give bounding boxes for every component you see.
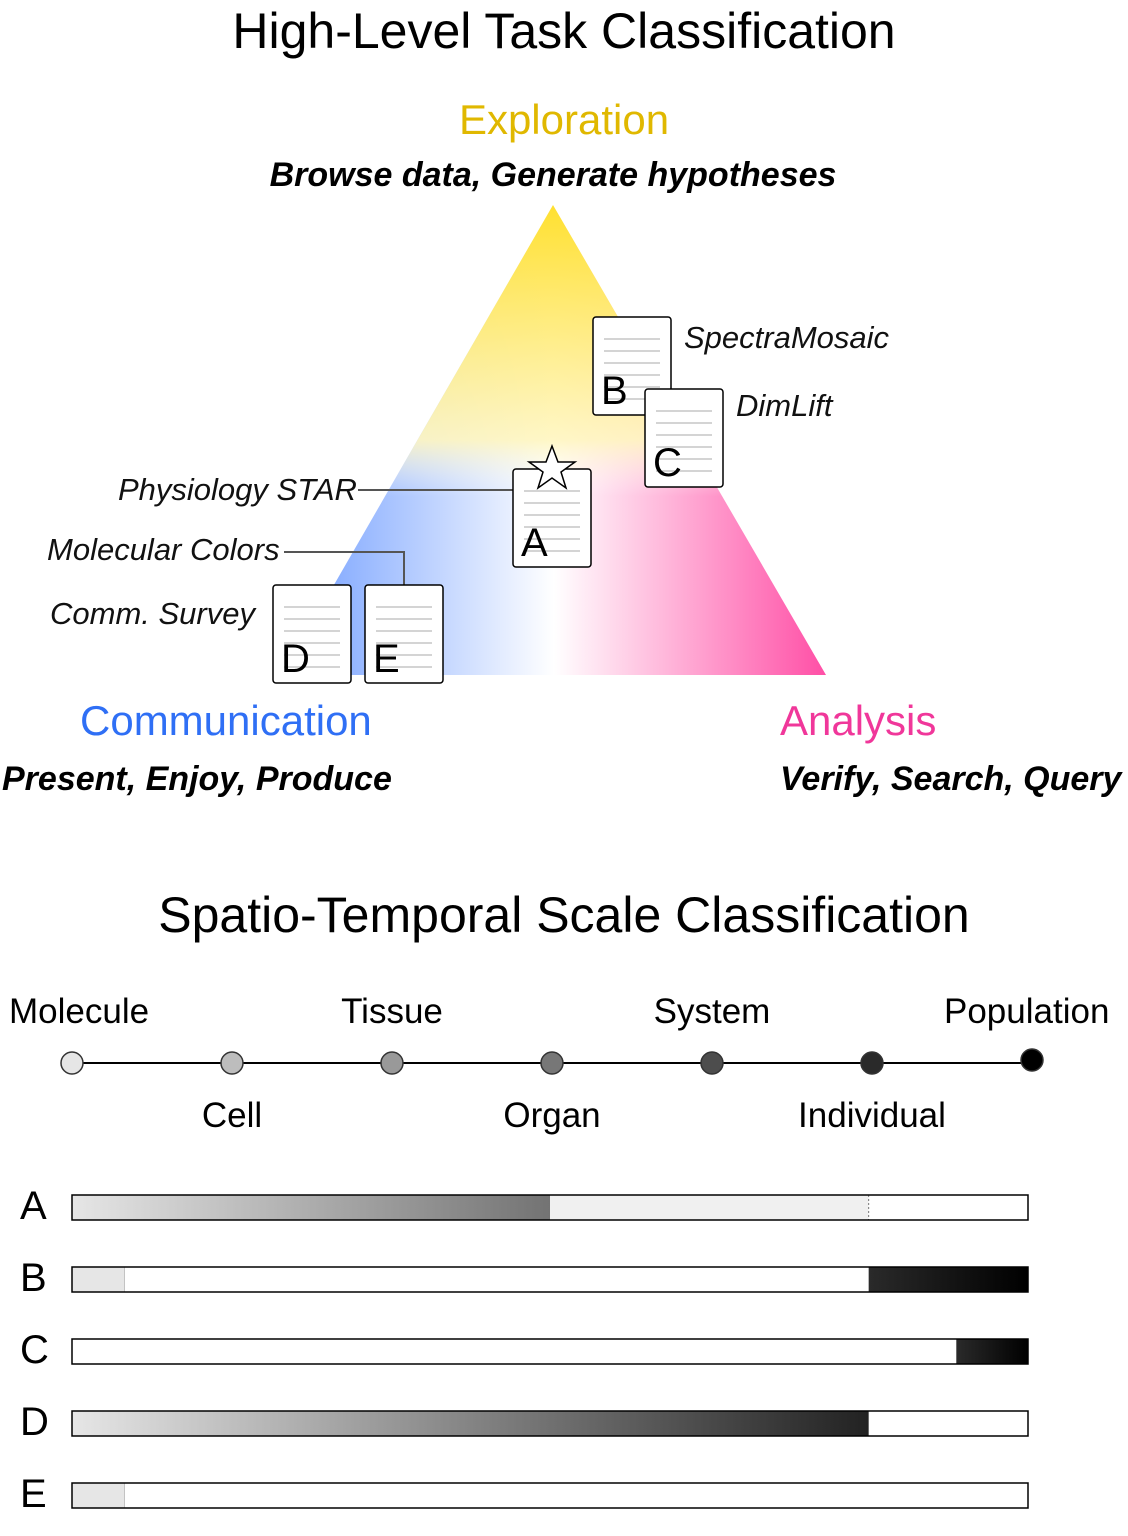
scale-bar-e [71, 1482, 1029, 1509]
scale-label-individual: Individual [798, 1096, 946, 1135]
scale-node-tissue [380, 1051, 404, 1075]
paper-id: E [373, 637, 400, 681]
analysis-tasks: Verify, Search, Query [780, 760, 1122, 798]
leader-lines [284, 489, 513, 585]
communication-label: Communication [80, 697, 372, 744]
scale-bar-d [71, 1410, 1029, 1437]
scale-node-individual [860, 1051, 884, 1075]
scale-label-organ: Organ [503, 1096, 601, 1135]
paper-label-b: SpectraMosaic [684, 320, 890, 355]
scale-label-system: System [653, 992, 771, 1031]
scale-row-label: C [20, 1328, 49, 1372]
scale-label-population: Population [944, 992, 1110, 1031]
task-triangle [282, 205, 826, 675]
exploration-tasks: Browse data, Generate hypotheses [269, 156, 837, 194]
scale-node-population [1020, 1048, 1044, 1072]
scale-label-tissue: Tissue [341, 992, 443, 1031]
scale-axis [60, 1048, 1044, 1075]
paper-id: D [281, 637, 310, 681]
paper-label-e: Molecular Colors [47, 532, 280, 567]
paper-label-d: Comm. Survey [50, 596, 255, 631]
paper-doc-d: D [272, 584, 352, 684]
paper-id: A [521, 521, 548, 565]
scale-node-organ [540, 1051, 564, 1075]
paper-doc-e: E [364, 584, 444, 684]
scale-node-molecule [60, 1051, 84, 1075]
task-classification-title: High-Level Task Classification [232, 3, 896, 59]
scale-bar-b [71, 1266, 1029, 1293]
scale-row-label: E [20, 1472, 47, 1516]
paper-doc-a: A [512, 468, 592, 568]
paper-label-c: DimLift [736, 388, 833, 423]
scale-classification-title: Spatio-Temporal Scale Classification [158, 887, 970, 943]
paper-id: B [601, 369, 628, 413]
scale-row-label: B [20, 1256, 47, 1300]
analysis-label: Analysis [780, 697, 937, 744]
scale-bar-c [71, 1338, 1029, 1365]
scale-label-molecule: Molecule [9, 992, 150, 1031]
scale-node-system [700, 1051, 724, 1075]
communication-tasks: Present, Enjoy, Produce [2, 760, 392, 798]
exploration-label: Exploration [458, 96, 670, 143]
scale-row-label: A [20, 1184, 47, 1228]
star-icon [526, 443, 578, 490]
scale-node-cell [220, 1051, 244, 1075]
paper-id: C [653, 441, 682, 485]
scale-bar-a [71, 1194, 1029, 1221]
scale-label-cell: Cell [201, 1096, 263, 1135]
paper-label-a: Physiology STAR [118, 472, 357, 507]
scale-row-label: D [20, 1400, 49, 1444]
paper-doc-c: C [644, 388, 724, 488]
